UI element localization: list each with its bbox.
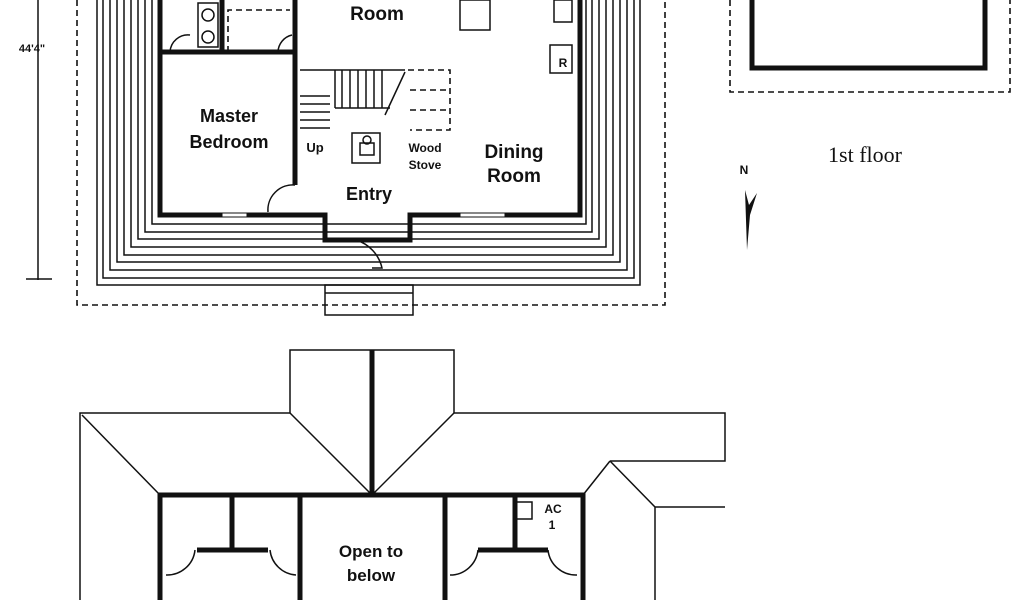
front-steps <box>324 284 414 316</box>
room-label-dining-2: Room <box>487 166 541 187</box>
room-label-dining-1: Dining <box>484 142 543 163</box>
room-label-master-2: Bedroom <box>189 132 268 152</box>
staircase <box>300 69 451 131</box>
ac-label-2: 1 <box>549 518 556 532</box>
dimension-label: 44'4" <box>19 43 45 55</box>
second-floor-walls <box>157 492 586 600</box>
deck-outline <box>76 0 666 306</box>
open-to-below-1: Open to <box>339 542 403 561</box>
north-label: N <box>740 163 749 177</box>
room-label-top: Room <box>350 4 404 25</box>
room-label-entry: Entry <box>346 184 392 204</box>
outbuilding <box>729 0 1011 93</box>
floor-caption: 1st floor <box>828 142 903 167</box>
room-label-master-1: Master <box>200 106 258 126</box>
refrigerator-label: R <box>559 56 568 70</box>
open-to-below-2: below <box>347 566 396 585</box>
ac-label-1: AC <box>544 502 562 516</box>
stairs-up-label: Up <box>306 140 323 155</box>
wood-stove-icon <box>351 132 381 164</box>
wood-stove-label-1: Wood <box>408 141 441 155</box>
north-arrow-icon <box>745 190 757 250</box>
dimension-line <box>26 0 52 280</box>
wood-stove-label-2: Stove <box>409 158 442 172</box>
first-floor-walls <box>157 0 583 269</box>
second-floor-roof <box>79 349 726 600</box>
